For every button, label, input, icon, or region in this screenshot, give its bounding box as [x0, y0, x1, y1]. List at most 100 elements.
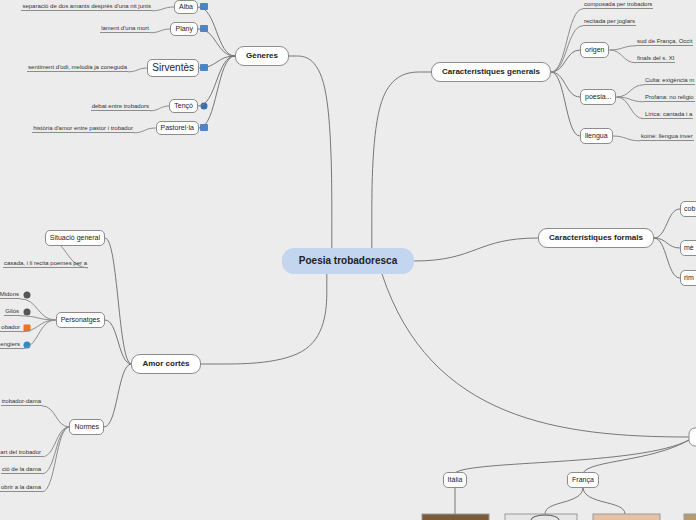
topic-box: rim	[680, 270, 696, 286]
topic-box: Personatges	[56, 312, 105, 328]
topic-box: Situació general	[45, 230, 105, 246]
subtopic-label: història d'amor entre pastor i trobador	[32, 125, 134, 134]
leader-line	[150, 106, 169, 111]
subtopic-text: Gilós	[5, 308, 19, 314]
subtopic-label: casada, i li recita poemes per a	[3, 260, 88, 269]
subtopic-text: recitada per joglars	[584, 18, 635, 24]
subtopic-label: engiers	[0, 341, 21, 350]
branch-connector	[289, 56, 332, 248]
branch-connector	[654, 238, 680, 278]
subtopic-text: Midons	[0, 291, 19, 297]
subtopic-label: Profana: no religio	[644, 94, 695, 103]
topic-box: Amor cortès	[131, 354, 200, 373]
subtopic-text: debat entre trobadors	[92, 103, 149, 109]
branch-connector	[105, 238, 131, 364]
subtopic-label: lament d'una mort	[100, 25, 150, 34]
subtopic-label: finals del s. XI	[636, 55, 675, 64]
subtopic-label: sentiment d'odi, melodia ja coneguda	[27, 64, 128, 73]
subtopic-label: ció de la dama	[1, 466, 42, 475]
leader-line	[128, 68, 147, 72]
branch-connector	[551, 72, 580, 97]
subtopic-text: casada, i li recita poemes per a	[4, 260, 87, 266]
subtopic-text: engiers	[0, 341, 20, 347]
branch-connector	[654, 209, 680, 238]
subtopic-label: art del trobador	[0, 449, 42, 458]
topic-text: Tençó	[174, 102, 193, 110]
topic-box: Característiques generals	[431, 62, 551, 81]
leader-line	[20, 316, 56, 320]
leader-line	[42, 427, 69, 474]
subtopic-text: obrir a la dama	[1, 484, 41, 490]
topic-box: Alba	[174, 0, 198, 14]
subtopic-label: recitada per joglars	[583, 18, 636, 27]
subtopic-label: sud de França, Occit	[636, 38, 693, 47]
subtopic-text: obador	[1, 324, 20, 330]
leader-line	[42, 427, 69, 492]
topic-text: Pastorel·la	[161, 124, 194, 132]
subtopic-text: sud de França, Occit	[637, 38, 692, 44]
image-thumbnail	[593, 514, 660, 520]
leader-line	[551, 9, 583, 72]
subtopic-label: trobador-dama	[1, 398, 42, 407]
topic-box: Normes	[69, 419, 104, 435]
topic-box: Poesia trobadoresca	[282, 248, 414, 274]
subtopic-label: separació de dos amants després d'una ni…	[21, 3, 152, 12]
branch-connector	[104, 364, 131, 427]
subtopic-text: finals del s. XI	[637, 55, 674, 61]
topic-box: Pastorel·la	[156, 121, 199, 135]
subtopic-text: composada per trobadors	[584, 1, 652, 7]
topic-text: Situació general	[50, 234, 100, 242]
subtopic-text: història d'amor entre pastor i trobador	[33, 125, 133, 131]
branch-line	[545, 487, 583, 514]
branch-line	[583, 440, 689, 473]
subtopic-label: debat entre trobadors	[91, 103, 150, 112]
topic-text: Característiques formals	[549, 233, 643, 242]
branch-line	[455, 487, 456, 514]
topic-box: poesia...	[580, 89, 616, 105]
subtopic-text: Lírica: cantada i a	[645, 111, 692, 117]
leader-line	[150, 29, 170, 33]
topic-text: origen	[585, 46, 604, 54]
subtopic-label: Midons	[0, 291, 20, 300]
topic-box: Itàlia	[443, 472, 468, 488]
leader-line	[616, 85, 644, 97]
topic-text: poesia...	[585, 93, 611, 101]
branch-connector	[414, 238, 538, 261]
topic-box: mè	[680, 240, 696, 256]
topic-box: Sirventès	[147, 59, 199, 77]
subtopic-text: Profana: no religio	[645, 94, 694, 100]
topic-text: Personatges	[61, 316, 100, 324]
subtopic-label: Gilós	[4, 308, 20, 317]
leader-line	[42, 406, 69, 427]
topic-box: Característiques formals	[538, 228, 654, 247]
topic-box: cob	[680, 201, 696, 217]
topic-text: Plany	[175, 25, 193, 33]
topic-text: Alba	[179, 3, 193, 11]
subtopic-text: koiné: llengua inver	[641, 133, 693, 139]
subtopic-text: art del trobador	[0, 449, 41, 455]
subtopic-label: obrir a la dama	[0, 484, 42, 493]
image-thumbnail	[422, 514, 489, 520]
topic-box: origen	[580, 42, 609, 58]
subtopic-text: sentiment d'odi, melodia ja coneguda	[28, 64, 127, 70]
branch-connector	[199, 56, 235, 128]
subtopic-label: Culta: exigència m	[644, 77, 695, 86]
subtopic-text: Culta: exigència m	[645, 77, 694, 83]
subtopic-label: Lírica: cantada i a	[644, 111, 693, 120]
branch-connector	[372, 72, 431, 248]
branch-connector	[198, 7, 235, 56]
topic-text: Normes	[74, 423, 99, 431]
branch-connector	[551, 72, 580, 136]
topic-text: França	[572, 476, 594, 484]
topic-box: França	[567, 472, 599, 488]
leader-line	[42, 427, 69, 457]
topic-text: Poesia trobadoresca	[299, 255, 397, 267]
leader-line	[616, 97, 644, 119]
leader-line	[613, 136, 640, 141]
topic-text: llengua	[585, 132, 608, 140]
branch-connector	[198, 29, 235, 56]
subtopic-label: koiné: llengua inver	[640, 133, 694, 142]
leader-line	[134, 128, 156, 133]
leader-line	[21, 320, 56, 332]
branch-connector	[201, 274, 327, 364]
